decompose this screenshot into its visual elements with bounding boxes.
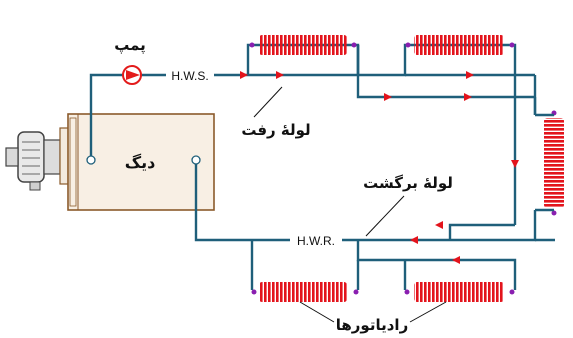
return-pipes <box>194 164 555 290</box>
return-port <box>191 155 201 165</box>
return-pipe-label: لولهٔ برگشت <box>363 174 453 192</box>
pump-label: پمپ <box>114 36 146 55</box>
supply-pipe-label: لولهٔ رفت <box>241 121 310 139</box>
boiler-label: دیگ <box>125 153 156 172</box>
flow-arrows <box>240 71 519 264</box>
radiator-icon <box>544 110 564 216</box>
radiator-icon <box>249 35 357 55</box>
radiators-label: رادیاتورها <box>336 316 408 334</box>
boiler: دیگ <box>5 113 215 211</box>
radiator-icon <box>404 282 515 302</box>
hwr-label: H.W.R. <box>297 234 335 248</box>
radiator-icon <box>405 35 515 55</box>
supply-port <box>86 155 96 165</box>
hws-label: H.W.S. <box>171 69 208 83</box>
radiator-icon <box>251 282 359 302</box>
burner-motor-icon <box>5 127 71 191</box>
pump-icon <box>122 65 142 85</box>
